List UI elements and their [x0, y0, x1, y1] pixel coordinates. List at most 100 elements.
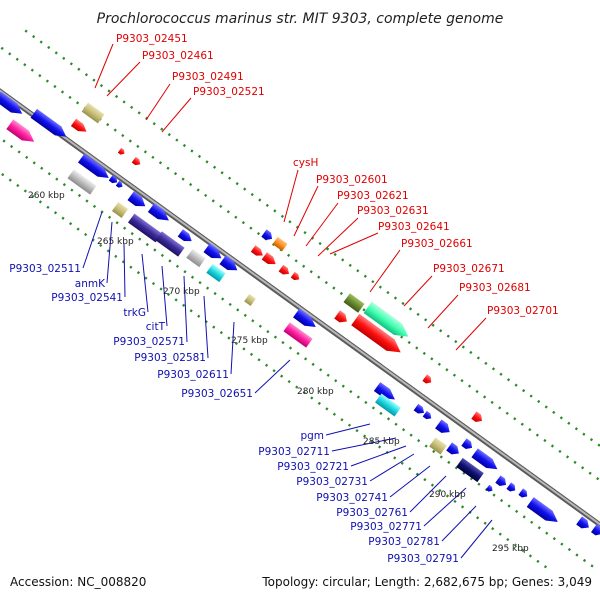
gene-arrow[interactable]	[278, 264, 292, 277]
gene-arrow[interactable]	[422, 410, 434, 421]
gene-arrow[interactable]	[518, 488, 529, 499]
gene-label[interactable]: P9303_02761	[336, 507, 408, 519]
gene-arrow[interactable]	[343, 293, 365, 313]
track-tick	[326, 373, 330, 377]
gene-label[interactable]: P9303_02541	[51, 292, 123, 304]
gene-arrow[interactable]	[219, 255, 240, 274]
gene-label[interactable]: P9303_02741	[316, 492, 388, 504]
gene-arrow[interactable]	[111, 202, 129, 218]
gene-label[interactable]: anmK	[75, 278, 106, 290]
gene-arrow[interactable]	[117, 147, 126, 156]
gene-arrow[interactable]	[155, 231, 185, 257]
gene-arrow[interactable]	[6, 119, 37, 146]
gene-label[interactable]: P9303_02771	[350, 521, 422, 533]
gene-arrow[interactable]	[435, 419, 453, 436]
gene-arrow[interactable]	[81, 102, 105, 124]
gene-arrow[interactable]	[506, 482, 517, 493]
gene-arrow[interactable]	[0, 91, 25, 118]
track-tick	[340, 418, 344, 422]
gene-arrow[interactable]	[591, 524, 600, 538]
gene-arrow[interactable]	[446, 442, 462, 457]
gene-arrow[interactable]	[375, 393, 401, 417]
gene-arrow[interactable]	[373, 382, 398, 404]
gene-arrow[interactable]	[363, 301, 413, 343]
track-tick	[424, 444, 428, 448]
gene-label[interactable]: P9303_02611	[157, 369, 229, 381]
gene-arrow[interactable]	[115, 180, 124, 189]
gene-arrow[interactable]	[471, 448, 500, 473]
gene-arrow[interactable]	[290, 271, 302, 282]
track-tick	[9, 144, 14, 149]
gene-arrow[interactable]	[413, 403, 427, 416]
track-tick	[535, 433, 539, 437]
gene-label[interactable]: trkG	[123, 307, 146, 319]
gene-arrow[interactable]	[250, 245, 265, 259]
gene-arrow[interactable]	[186, 248, 206, 268]
gene-arrow[interactable]	[127, 191, 148, 210]
gene-arrow[interactable]	[495, 475, 508, 488]
gene-arrow[interactable]	[526, 497, 562, 527]
track-tick	[393, 456, 397, 460]
gene-label[interactable]: P9303_02791	[387, 553, 459, 565]
gene-arrow[interactable]	[177, 229, 195, 244]
gene-arrow[interactable]	[147, 203, 172, 225]
gene-arrow[interactable]	[108, 174, 120, 185]
gene-arrow[interactable]	[206, 263, 226, 283]
gene-arrow[interactable]	[70, 118, 89, 136]
gene-arrow[interactable]	[334, 310, 350, 325]
gene-label[interactable]: pgm	[300, 430, 324, 442]
gene-label[interactable]: P9303_02581	[134, 352, 206, 364]
track-tick	[24, 29, 28, 33]
gene-label[interactable]: P9303_02461	[142, 50, 214, 62]
gene-arrow[interactable]	[244, 294, 256, 306]
gene-label[interactable]: P9303_02651	[181, 388, 253, 400]
gene-arrow[interactable]	[131, 156, 143, 167]
gene-arrow[interactable]	[293, 308, 319, 332]
gene-label[interactable]: P9303_02681	[459, 282, 531, 294]
gene-arrow[interactable]	[30, 108, 70, 141]
gene-arrow[interactable]	[283, 322, 313, 348]
gene-label[interactable]: P9303_02661	[401, 238, 473, 250]
gene-arrow[interactable]	[272, 236, 288, 252]
gene-arrow[interactable]	[576, 516, 592, 531]
gene-arrow[interactable]	[471, 411, 484, 424]
gene-arrow[interactable]	[67, 169, 97, 195]
gene-label[interactable]: P9303_02511	[9, 263, 81, 275]
track-tick	[100, 210, 104, 214]
gene-label[interactable]: P9303_02641	[378, 221, 450, 233]
gene-arrow[interactable]	[261, 252, 279, 267]
gene-arrow[interactable]	[422, 374, 433, 385]
gene-arrow[interactable]	[485, 484, 494, 493]
gene-arrow[interactable]	[429, 437, 447, 455]
gene-arrow[interactable]	[351, 313, 405, 358]
gene-label[interactable]: P9303_02671	[433, 263, 505, 275]
gene-arrow[interactable]	[461, 438, 474, 451]
gene-label[interactable]: cysH	[293, 157, 318, 169]
track-tick	[550, 444, 555, 448]
gene-arrow[interactable]	[127, 213, 163, 243]
gene-label[interactable]: P9303_02601	[316, 174, 388, 186]
gene-arrow[interactable]	[261, 229, 274, 242]
track-tick	[424, 318, 428, 322]
leader-line	[441, 505, 477, 542]
track-tick	[145, 242, 149, 247]
gene-label[interactable]: P9303_02731	[296, 476, 368, 488]
gene-label[interactable]: P9303_02701	[487, 305, 559, 317]
gene-label[interactable]: P9303_02721	[277, 461, 349, 473]
track-tick	[129, 265, 133, 269]
track-tick	[560, 542, 564, 546]
gene-label[interactable]: P9303_02451	[116, 33, 188, 45]
gene-arrow[interactable]	[77, 153, 112, 183]
gene-arrow[interactable]	[456, 457, 484, 483]
gene-label[interactable]: P9303_02711	[258, 446, 330, 458]
gene-arrow[interactable]	[203, 243, 224, 262]
gene-label[interactable]: P9303_02491	[172, 71, 244, 83]
gene-label[interactable]: P9303_02621	[337, 190, 409, 202]
gene-label[interactable]: P9303_02571	[113, 336, 185, 348]
track-tick	[558, 449, 562, 454]
gene-label[interactable]: P9303_02781	[368, 536, 440, 548]
gene-label[interactable]: P9303_02631	[357, 205, 429, 217]
gene-label[interactable]: P9303_02521	[193, 86, 265, 98]
track-tick	[498, 406, 502, 410]
gene-label[interactable]: citT	[146, 321, 166, 333]
